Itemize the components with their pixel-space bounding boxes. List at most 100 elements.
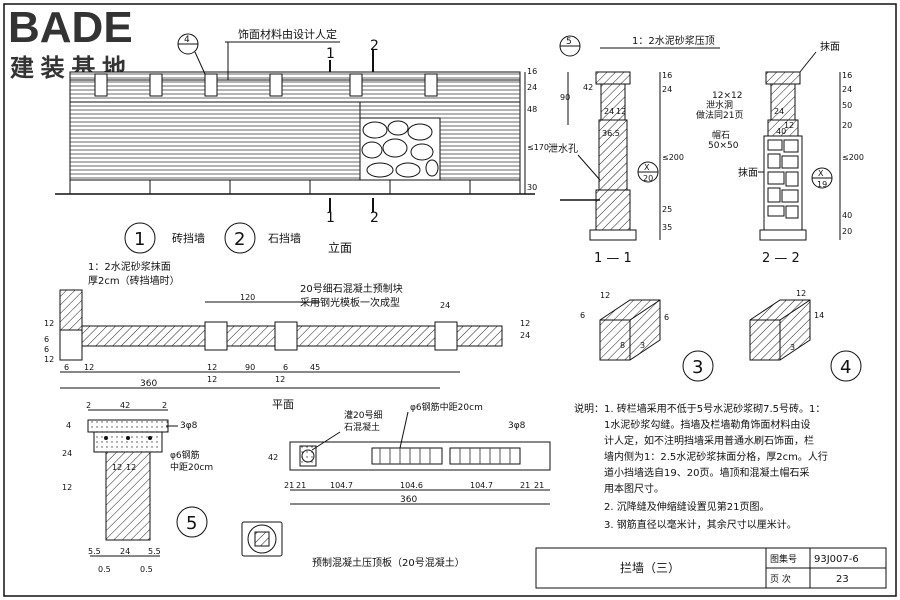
plan-dim-l2: 6 <box>44 345 49 354</box>
plan-dim-r1: 12 <box>520 319 530 328</box>
slab-note1-2: 石混凝土 <box>344 421 380 433</box>
detail-3-label: 3 <box>692 357 703 378</box>
section-2-mark-bottom: 2 <box>370 210 379 226</box>
section-1-mark-bottom: 1 <box>326 210 335 226</box>
slab-dim-height: 42 <box>268 453 278 462</box>
d4-dim-0: 12 <box>796 289 806 298</box>
s11-dim-42: 42 <box>583 83 593 92</box>
s11-dim-36: 36.5 <box>602 129 620 138</box>
plan-note-right-2: 采用钢光模板一次成型 <box>300 296 400 309</box>
slab-note2: φ6钢筋中距20cm <box>410 401 483 413</box>
detail-4-circle <box>830 350 862 382</box>
s22-drain-note-3: 做法同21页 <box>696 109 743 121</box>
notes-lead: 说明： <box>574 402 604 415</box>
notes-block: 说明： 1. 砖栏墙采用不低于5号水泥砂浆砌7.5号砖。1： 1水泥砂浆勾缝。挡… <box>574 402 828 531</box>
s22-dim-20b: 20 <box>842 227 852 236</box>
plan-dim-b5: 45 <box>310 363 320 372</box>
s22-dim-16: 16 <box>842 71 852 80</box>
d5-dim-i1: 12 <box>126 463 136 472</box>
slab-dim-3: 104.6 <box>400 481 423 490</box>
s22-drain-note-1: 12×12 <box>712 91 742 101</box>
plan-note-right-1: 20号细石混凝土预制块 <box>300 282 403 295</box>
s11-dim-90: 90 <box>560 93 570 102</box>
notes-line-2: 计人定，如不注明挡墙采用普通水刷石饰面，栏 <box>604 434 814 447</box>
brand-name: BADE <box>8 3 133 52</box>
elev-dim-30: 30 <box>527 183 537 192</box>
section22-title: 2 — 2 <box>762 251 800 266</box>
slab-title: 平面 <box>272 398 294 411</box>
s11-dim-25: 25 <box>662 205 672 214</box>
plan-dim-b6: 12 <box>207 375 217 384</box>
section-2-2: 抹面 12×12 泄水洞 做法同21页 帽石 50×50 抹面 24 12 40… <box>696 40 864 266</box>
plan-dim-120: 120 <box>240 293 255 302</box>
label-2-text: 石挡墙 <box>268 231 301 245</box>
section-1-mark-top: 1 <box>326 46 335 62</box>
plan-dim-b2: 12 <box>207 363 217 372</box>
elev-dim-24: 24 <box>527 83 537 92</box>
label-1-circle <box>124 222 156 254</box>
d5-dim-b1: 24 <box>120 547 130 556</box>
plan-dim-b0: 6 <box>64 363 69 372</box>
callout-5-number: 5 <box>566 37 572 47</box>
brick-wall-body <box>69 101 361 181</box>
d5-dim-top-1: 42 <box>120 401 130 410</box>
plan-note-left-1: 1：2水泥砂浆抹面 <box>88 260 171 273</box>
elev-dim-170: ≤170 <box>527 143 549 152</box>
s11-dim-24r: 24 <box>662 85 672 94</box>
d5-rebar-note-2: 中距20cm <box>170 461 213 473</box>
stone-wall-body <box>359 117 441 181</box>
d3-dim-0: 6 <box>580 311 585 320</box>
cap-note-2: 50×50 <box>708 141 739 151</box>
notes-line-3: 墙内侧为1：2.5水泥砂浆抹面分格，厚2cm。人行 <box>604 450 828 463</box>
d5-dim-l0: 4 <box>66 421 71 430</box>
d5-dim-top-2: 2 <box>162 401 167 410</box>
d5-dim-l1: 24 <box>62 449 72 458</box>
s11-dim-200: ≤200 <box>662 153 684 162</box>
label-1-text: 砖挡墙 <box>172 231 205 245</box>
d3-dim-7: 3 <box>640 341 645 350</box>
elevation-title: 立面 <box>328 240 352 255</box>
d4-dim-3: 14 <box>814 311 824 320</box>
plaster-bottom-note: 抹面 <box>738 166 758 179</box>
detail-5-circle <box>176 506 208 538</box>
sheet-border <box>3 3 897 597</box>
plan-dim-l1: 6 <box>44 335 49 344</box>
s22-dim-24r: 24 <box>842 85 852 94</box>
s22-dim-24: 24 <box>774 107 784 116</box>
plan-dim-b1: 12 <box>84 363 94 372</box>
section-1-1: 5 1：2水泥砂浆压顶 泄水孔 90 42 24 12 36.5 16 24 ≤… <box>548 34 720 266</box>
s22-drain-note-2: 泄水洞 <box>706 99 733 111</box>
s11-dim-12: 12 <box>616 107 626 116</box>
slab-rebar: 3φ8 <box>508 421 526 431</box>
elevation-view: 1 2 1 2 饰面材料由设计人定 4 16 24 48 ≤170 30 1 砖… <box>55 27 549 255</box>
plan-dim-b3: 90 <box>245 363 255 372</box>
slab-dim-1: 21 <box>296 481 306 490</box>
s11-dim-35: 35 <box>662 223 672 232</box>
slab-dim-4: 104.7 <box>470 481 493 490</box>
pillar-blocks <box>69 71 521 103</box>
plan-note-left-2: 厚2cm（砖挡墙时） <box>88 274 180 287</box>
d5-dim-i0: 12 <box>112 463 122 472</box>
slab-dim-0: 21 <box>284 481 294 490</box>
plan-dim-l0: 12 <box>44 319 54 328</box>
slab-dim-5: 21 <box>520 481 530 490</box>
plan-dim-24: 24 <box>440 301 450 310</box>
notes-line-1: 1水泥砂浆勾缝。挡墙及栏墙勒角饰面材料由设 <box>604 418 810 431</box>
cap-note-1: 帽石 <box>712 129 730 141</box>
s22-dim-20: 20 <box>842 121 852 130</box>
plan-dim-b7: 12 <box>275 375 285 384</box>
plan-dim-r0: 24 <box>520 331 530 340</box>
label-1-number: 1 <box>134 229 145 250</box>
section11-top-note: 1：2水泥砂浆压顶 <box>632 34 715 47</box>
plaster-top-note: 抹面 <box>820 40 840 53</box>
ref-20-number: 20 <box>643 174 653 183</box>
ref-20-x: X <box>644 163 650 172</box>
d5-dim-b0: 5.5 <box>88 547 101 556</box>
slab-plan: 平面 灌20号细 石混凝土 φ6钢筋中距20cm 3φ8 42 21 21 10… <box>241 398 551 569</box>
slab-dim-total: 360 <box>400 495 417 505</box>
brand-logo: BADE 建 装 基 地 <box>8 3 133 82</box>
notes-line-5: 用本图尺寸。 <box>604 482 664 495</box>
s11-dim-24: 24 <box>604 107 614 116</box>
titleblock-page-value: 23 <box>836 574 849 585</box>
